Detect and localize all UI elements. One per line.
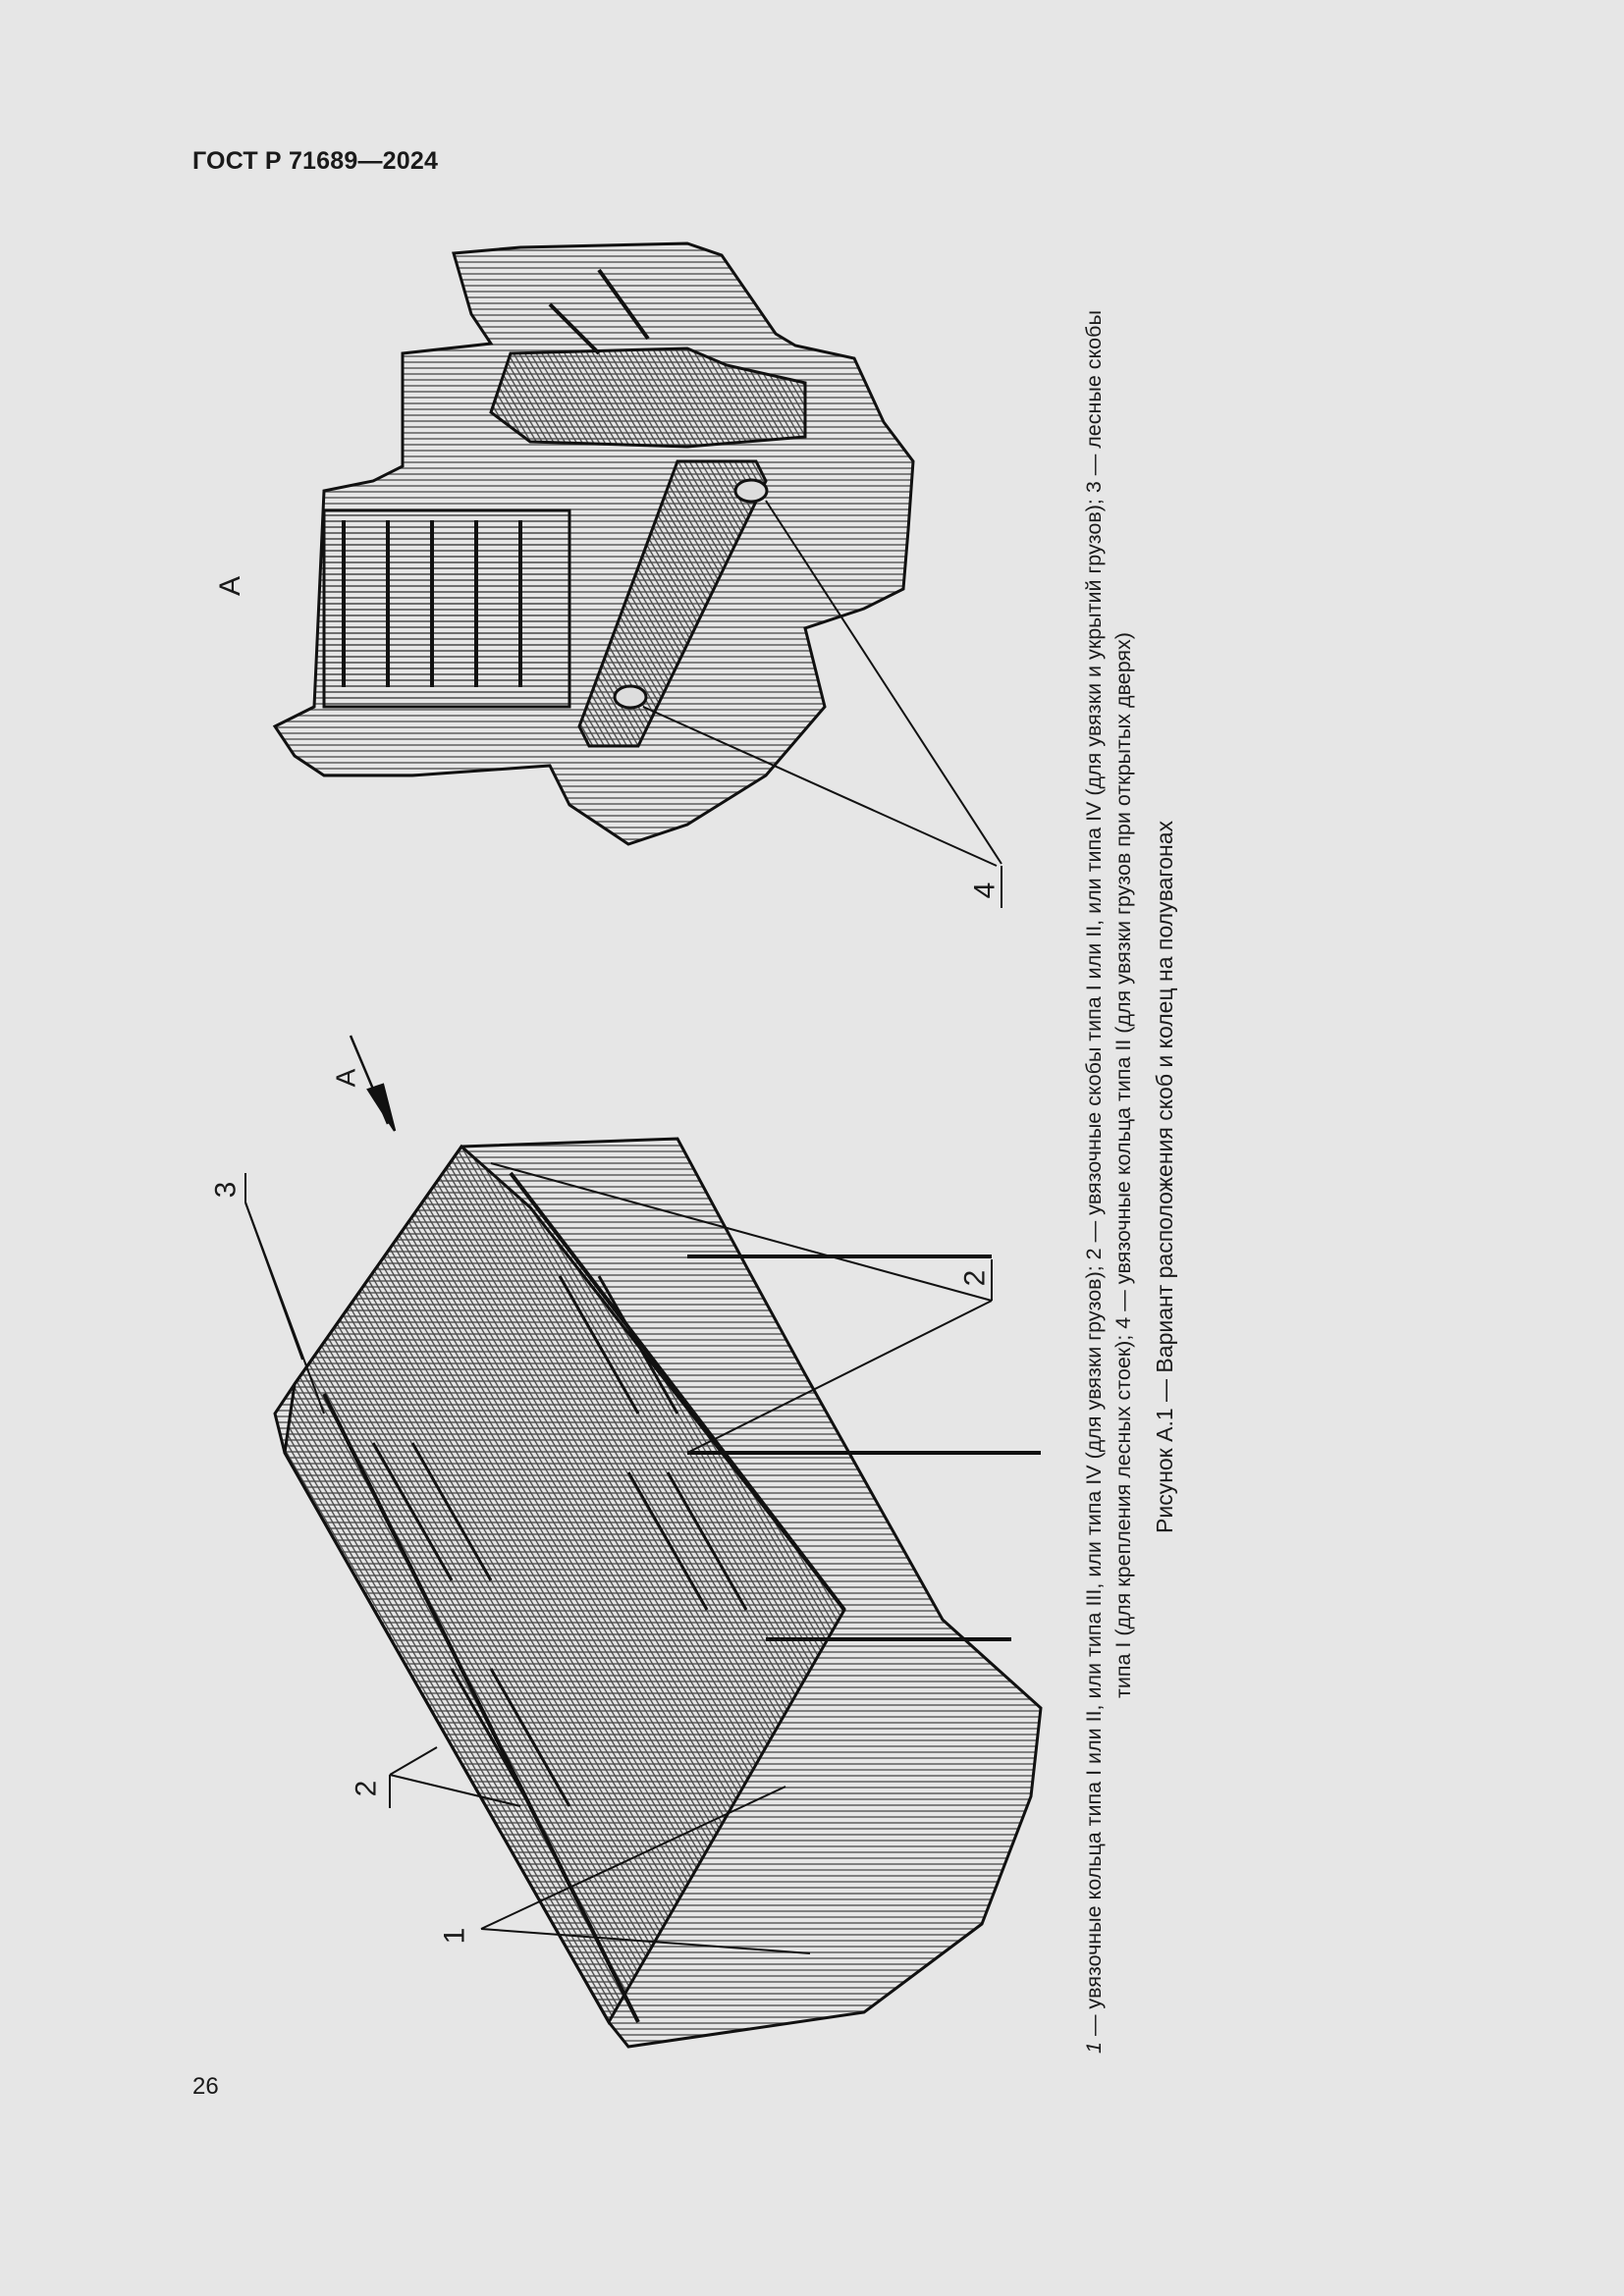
- callout-leader-lines: [244, 1162, 993, 1954]
- figure-caption: Рисунок А.1 — Вариант расположения скоб …: [1152, 821, 1177, 1533]
- figure-legend-line-1: 1 — увязочные кольца типа I или II, или …: [1080, 310, 1108, 2054]
- view-arrow-a: [349, 1035, 397, 1132]
- view-label-detail: А: [214, 575, 247, 597]
- gondola-car-main-view: [273, 1137, 1043, 2049]
- legend-text-1: — увязочные кольца типа I или II, или ти…: [1082, 310, 1106, 2037]
- callout-2-right: 2: [958, 1269, 992, 1287]
- page-number: 26: [192, 2073, 219, 2100]
- document-header: ГОСТ Р 71689—2024: [192, 147, 439, 175]
- legend-number-1: 1: [1082, 2042, 1106, 2054]
- figure-legend-line-2: типа I (для крепления лесных стоек); 4 —…: [1111, 632, 1135, 1698]
- callout-lines-4: [642, 500, 1002, 908]
- callout-3: 3: [209, 1181, 243, 1199]
- callout-1: 1: [438, 1927, 471, 1945]
- callout-4: 4: [968, 881, 1001, 899]
- callout-2-left: 2: [350, 1780, 383, 1797]
- view-label-arrow: А: [330, 1068, 361, 1088]
- detail-view-a: [272, 241, 915, 846]
